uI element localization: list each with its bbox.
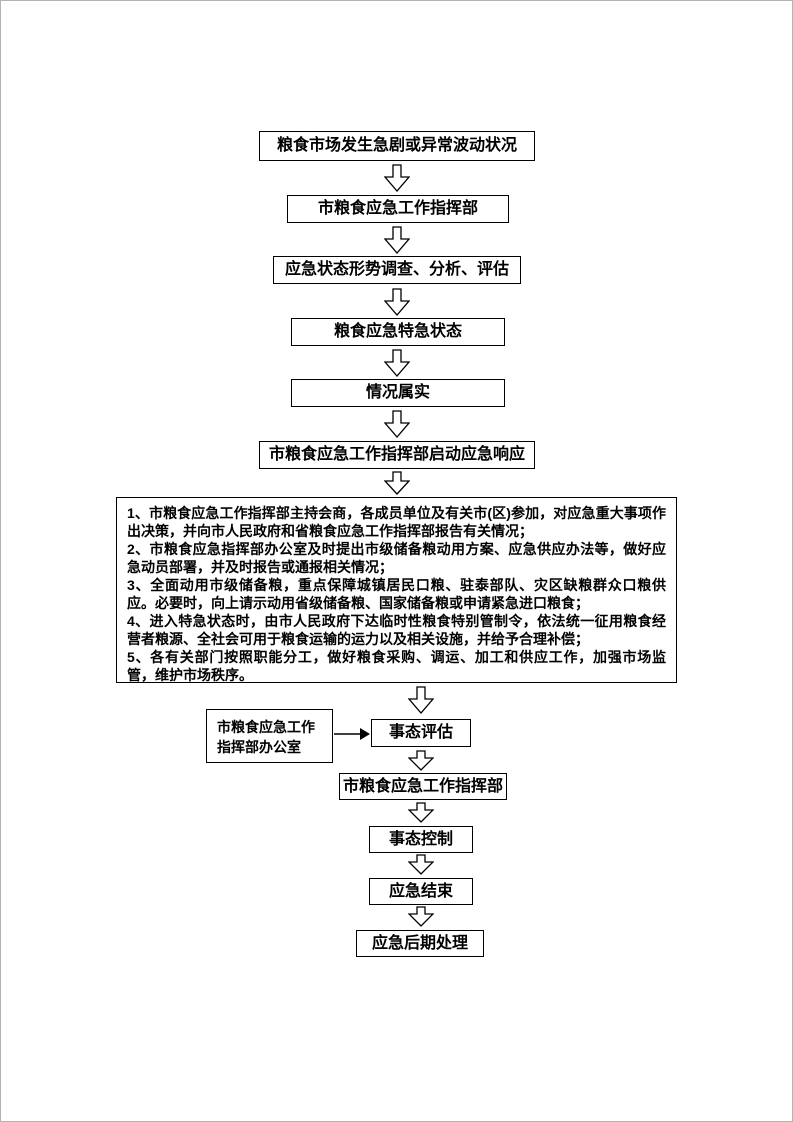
- flow-node-situation-control: 事态控制: [369, 826, 473, 853]
- flow-node-command-headquarters-2: 市粮食应急工作指挥部: [339, 773, 507, 800]
- down-arrow-icon: [408, 854, 434, 875]
- flow-node-post-emergency-handling: 应急后期处理: [356, 930, 484, 957]
- measure-item-1: 1、市粮食应急工作指挥部主持会商，各成员单位及有关市(区)参加，对应急重大事项作…: [127, 505, 666, 539]
- down-arrow-icon: [384, 349, 410, 377]
- flow-node-extreme-emergency-state: 粮食应急特急状态: [291, 318, 505, 346]
- measure-item-5: 5、各有关部门按照职能分工，做好粮食采购、调运、加工和供应工作，加强市场监管，维…: [127, 649, 666, 683]
- down-arrow-icon: [408, 906, 434, 927]
- down-arrow-icon: [408, 802, 434, 823]
- flow-node-command-headquarters: 市粮食应急工作指挥部: [287, 195, 509, 223]
- flow-node-situation-assessment: 事态评估: [371, 719, 471, 747]
- down-arrow-icon: [408, 750, 434, 771]
- down-arrow-icon: [384, 410, 410, 438]
- measure-item-2: 2、市粮食应急指挥部办公室及时提出市级储备粮动用方案、应急供应办法等，做好应急动…: [127, 541, 666, 575]
- down-arrow-icon: [408, 686, 434, 714]
- headquarters-office-box: 市粮食应急工作指挥部办公室: [206, 709, 333, 763]
- right-arrow-icon: [334, 728, 370, 740]
- down-arrow-icon: [384, 471, 410, 495]
- down-arrow-icon: [384, 226, 410, 254]
- flow-node-emergency-end: 应急结束: [369, 878, 473, 905]
- response-measures-box: 1、市粮食应急工作指挥部主持会商，各成员单位及有关市(区)参加，对应急重大事项作…: [116, 497, 677, 683]
- down-arrow-icon: [384, 164, 410, 192]
- measure-item-4: 4、进入特急状态时，由市人民政府下达临时性粮食特别管制令，依法统一征用粮食经营者…: [127, 613, 666, 647]
- flow-node-start-emergency-response: 市粮食应急工作指挥部启动应急响应: [259, 441, 535, 469]
- flow-node-situation-investigation: 应急状态形势调查、分析、评估: [273, 256, 521, 284]
- measure-item-3: 3、全面动用市级储备粮，重点保障城镇居民口粮、驻泰部队、灾区缺粮群众口粮供应。必…: [127, 577, 666, 611]
- flow-node-situation-verified: 情况属实: [291, 379, 505, 407]
- down-arrow-icon: [384, 288, 410, 316]
- flow-node-market-fluctuation: 粮食市场发生急剧或异常波动状况: [259, 131, 535, 161]
